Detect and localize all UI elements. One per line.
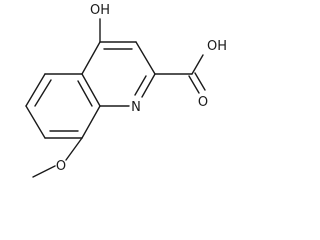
methoxy-o-label: O [56,159,66,174]
bond-o-ch3 [32,165,56,178]
acid-carbonyl-o-label: O [198,95,208,110]
bond-carboxyl-c-o-left [188,75,200,94]
hydroxy-oh-label: OH [90,3,110,18]
ring-nitrogen-label: N [131,100,141,115]
bond-c8-c8a [81,105,101,139]
bond-c8-o [65,137,83,161]
bond-c4a-c4 [81,41,101,75]
bond-c2-n1-inner [134,75,147,96]
bond-c8a-c4a [81,73,101,107]
bond-c8a-c4a-inner [77,80,93,107]
bond-c3-c2 [135,41,156,75]
acid-oh-label: OH [207,39,227,54]
bond-carboxyl-c-o-right [194,72,206,91]
structure-canvas: OH N OH O O [25,3,228,178]
bond-carboxyl-c-oh [191,54,204,75]
bond-c6-c7 [25,105,46,139]
bond-c6-c6-inner [34,79,52,107]
chemical-structure-diagram: OH N OH O O [25,3,227,178]
bond-c2-n1 [141,73,156,98]
bond-c5-c6 [25,73,46,107]
